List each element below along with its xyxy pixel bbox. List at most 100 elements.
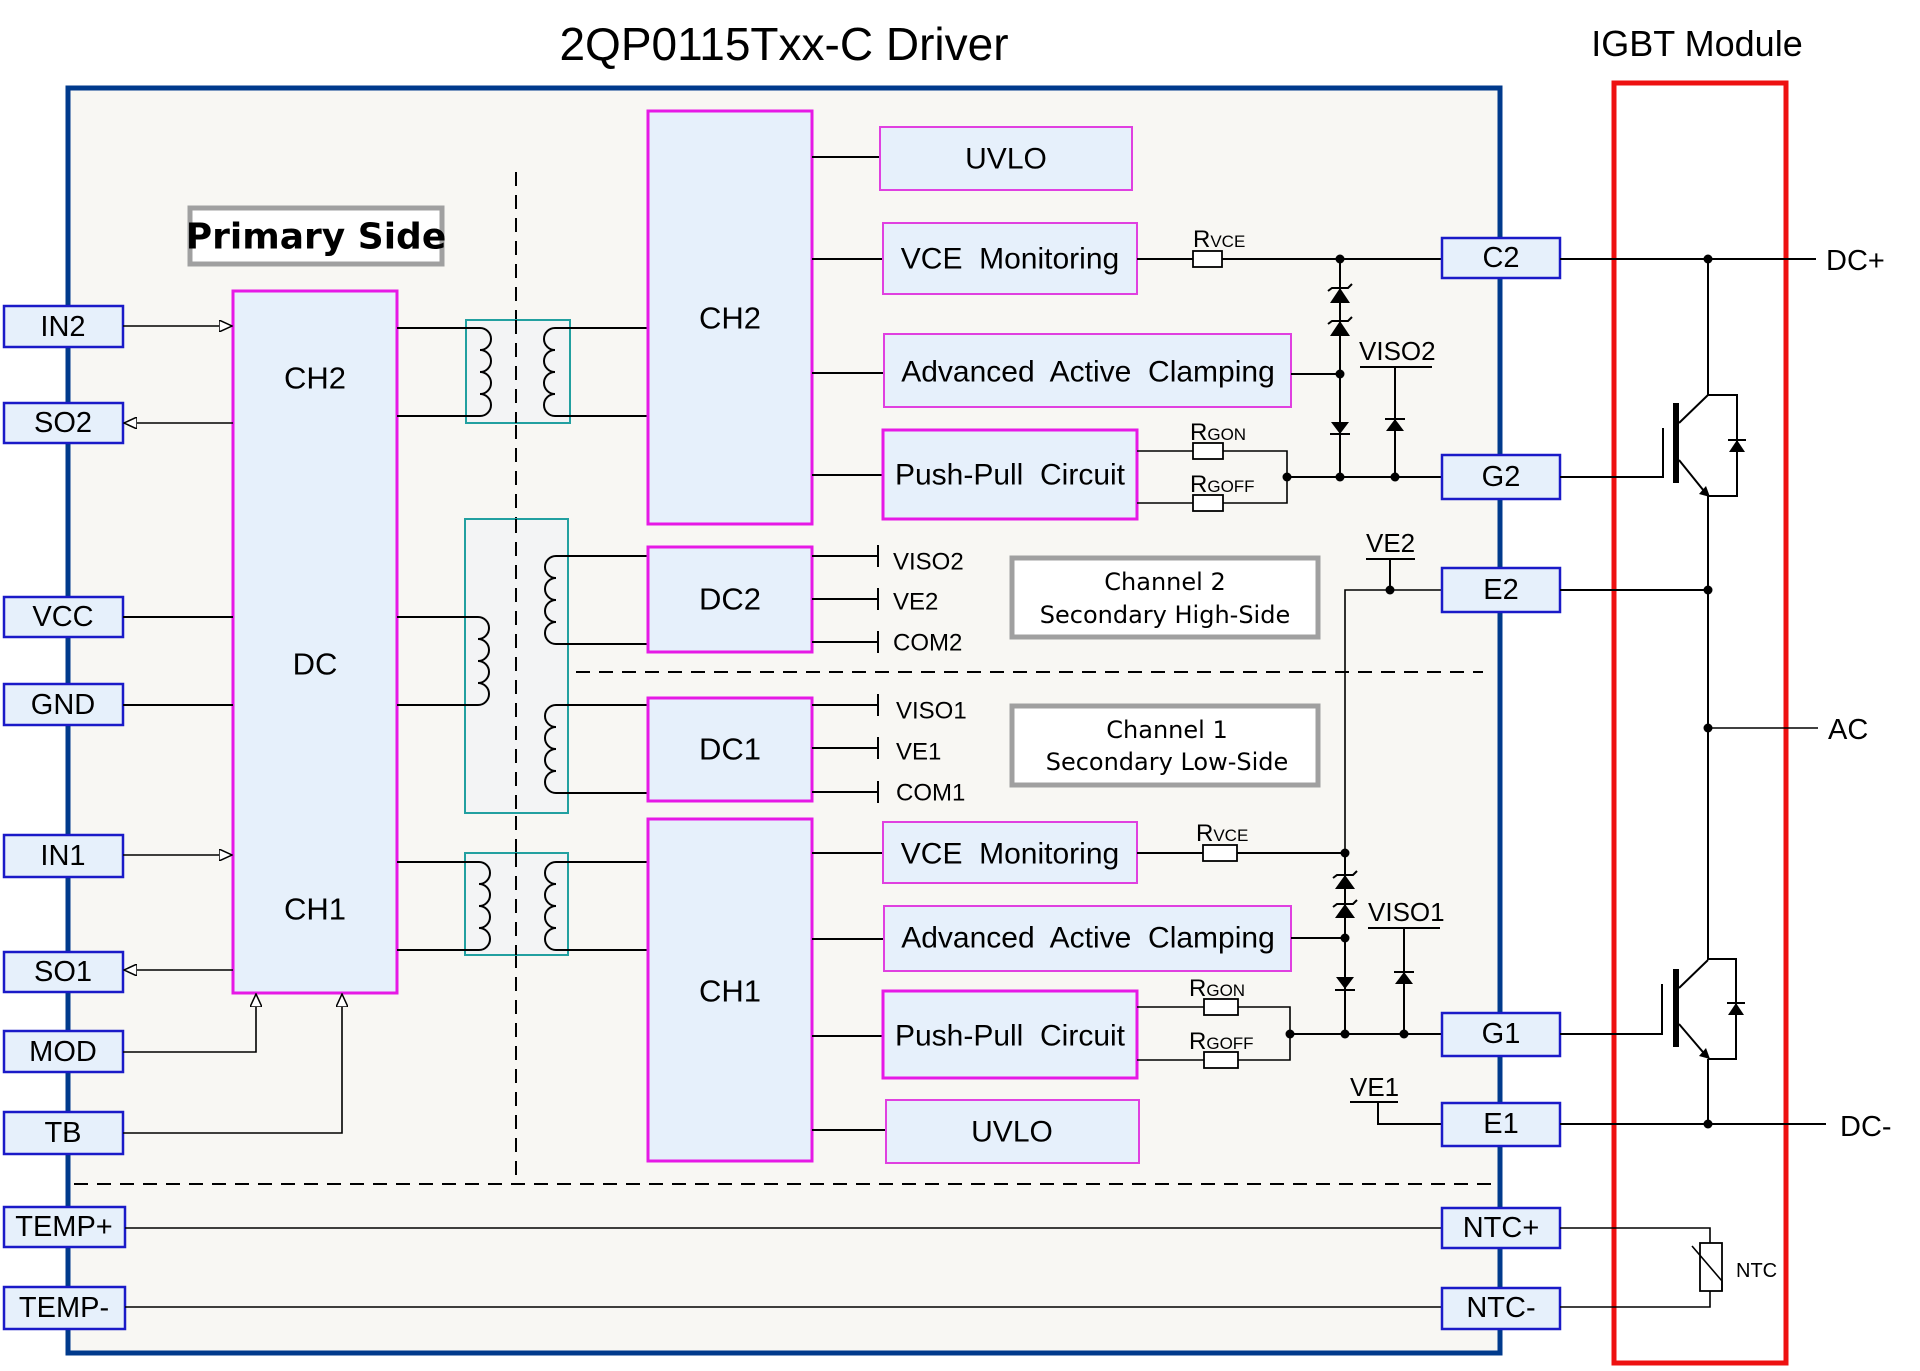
pin-e2[interactable]: E2	[1440, 566, 1562, 614]
secondary-ch1-block: CH1	[646, 817, 814, 1163]
right-pins: C2 G2 E2 G1 E1 NTC+ NTC-	[1440, 236, 1562, 1331]
secondary-ch2-block: CH2	[646, 109, 814, 526]
pin-temp-plus[interactable]: TEMP+	[2, 1205, 127, 1249]
primary-ch1-label: CH1	[284, 892, 346, 927]
svg-text:E1: E1	[1483, 1108, 1518, 1140]
svg-text:SO1: SO1	[34, 956, 92, 988]
ch2-functions: UVLO VCE Monitoring Advanced Active Clam…	[812, 126, 1292, 521]
ch2-vce-monitoring-block: VCE Monitoring	[882, 222, 1138, 295]
ve1-net-label: VE1	[1350, 1072, 1399, 1102]
dc-minus-terminal: DC-	[1840, 1111, 1892, 1143]
viso1-net-label: VISO1	[1368, 897, 1445, 927]
rvce1-resistor	[1202, 844, 1238, 862]
svg-text:C2: C2	[1482, 242, 1519, 274]
ch2-active-clamping-block: Advanced Active Clamping	[883, 333, 1292, 408]
ch1-functions: VCE Monitoring Advanced Active Clamping …	[812, 821, 1292, 1164]
ch2-push-pull-block: Push-Pull Circuit	[881, 428, 1139, 521]
pin-tb[interactable]: TB	[2, 1110, 125, 1156]
svg-text:IN1: IN1	[40, 840, 85, 872]
igbt-module-boundary	[1611, 80, 1789, 1366]
svg-text:GND: GND	[31, 689, 95, 721]
transformer-ch1	[397, 852, 648, 956]
svg-text:G2: G2	[1482, 461, 1521, 493]
svg-text:Secondary High-Side: Secondary High-Side	[1040, 601, 1290, 629]
svg-text:NTC-: NTC-	[1466, 1292, 1535, 1324]
primary-side-label: Primary Side	[186, 205, 447, 267]
svg-text:TEMP+: TEMP+	[15, 1211, 113, 1243]
rgon1-resistor	[1203, 998, 1239, 1016]
svg-text:MOD: MOD	[29, 1036, 97, 1068]
rgon2-label: RGON	[1190, 419, 1246, 446]
ch2-uvlo-block: UVLO	[879, 126, 1133, 191]
ch2-network: RVCE VISO2 RGON RGOFF	[1137, 226, 1442, 512]
svg-text:TB: TB	[44, 1117, 81, 1149]
pin-mod[interactable]: MOD	[2, 1029, 125, 1074]
transformer-ch2	[397, 319, 648, 424]
ch1-uvlo-block: UVLO	[885, 1099, 1140, 1164]
svg-text:Push-Pull Circuit: Push-Pull Circuit	[895, 1020, 1126, 1053]
svg-text:Primary Side: Primary Side	[186, 217, 447, 258]
channel1-note: Channel 1 Secondary Low-Side	[1009, 703, 1321, 788]
ch1-network: RVCE VISO1 RGON RGOFF	[1137, 820, 1445, 1069]
svg-text:SO2: SO2	[34, 407, 92, 439]
primary-ch2-label: CH2	[284, 361, 346, 396]
pin-gnd[interactable]: GND	[2, 682, 125, 727]
pin-vcc[interactable]: VCC	[2, 595, 125, 639]
svg-text:CH1: CH1	[699, 974, 761, 1009]
pin-c2[interactable]: C2	[1440, 236, 1562, 280]
driver-title: 2QP0115Txx-C Driver	[559, 18, 1008, 70]
viso2-net-label: VISO2	[1359, 336, 1436, 366]
ntc-thermistor-icon	[1560, 1227, 1723, 1308]
svg-text:Channel 2: Channel 2	[1104, 568, 1225, 596]
primary-dc-label: DC	[293, 647, 338, 682]
ac-terminal: AC	[1828, 714, 1868, 746]
dc2-out-com2: COM2	[893, 630, 962, 657]
dc2-block: DC2	[646, 545, 814, 654]
svg-text:DC1: DC1	[699, 732, 761, 767]
igbt-low-side-icon	[1560, 728, 1745, 1124]
dc1-out-com1: COM1	[896, 780, 965, 807]
igbt-high-side-icon	[1560, 259, 1746, 590]
svg-text:Channel 1: Channel 1	[1106, 716, 1227, 744]
rgon1-label: RGON	[1189, 975, 1245, 1002]
svg-text:IN2: IN2	[40, 311, 85, 343]
rgoff1-resistor	[1203, 1051, 1239, 1069]
svg-text:UVLO: UVLO	[971, 1116, 1053, 1149]
mod-arrow	[123, 994, 256, 1053]
pin-in2[interactable]: IN2	[2, 304, 125, 349]
svg-text:CH2: CH2	[699, 301, 761, 336]
svg-text:VCC: VCC	[32, 601, 93, 633]
pin-so1[interactable]: SO1	[2, 950, 125, 994]
primary-block: CH2 DC CH1	[231, 289, 399, 995]
rvce1-label: RVCE	[1196, 820, 1248, 847]
rvce2-resistor	[1192, 250, 1223, 268]
ch1-vce-monitoring-block: VCE Monitoring	[882, 821, 1138, 884]
pin-g2[interactable]: G2	[1440, 453, 1562, 501]
pin-e1[interactable]: E1	[1440, 1101, 1562, 1148]
pin-ntc-minus[interactable]: NTC-	[1440, 1286, 1562, 1331]
pin-ntc-plus[interactable]: NTC+	[1440, 1206, 1562, 1250]
tb-arrow	[123, 994, 342, 1134]
igbt-internals: DC+ AC	[1560, 245, 1892, 1308]
svg-text:UVLO: UVLO	[965, 143, 1047, 176]
svg-text:Secondary Low-Side: Secondary Low-Side	[1046, 748, 1289, 776]
dc1-out-viso1: VISO1	[896, 698, 967, 725]
pin-so2[interactable]: SO2	[2, 401, 125, 445]
pin-in1[interactable]: IN1	[2, 833, 125, 879]
ntc-label: NTC	[1736, 1260, 1777, 1282]
pin-g1[interactable]: G1	[1440, 1011, 1562, 1058]
dc-plus-terminal: DC+	[1826, 245, 1885, 277]
svg-text:VCE Monitoring: VCE Monitoring	[901, 243, 1119, 276]
rgoff1-label: RGOFF	[1189, 1028, 1254, 1055]
svg-text:Advanced Active Clamping: Advanced Active Clamping	[901, 356, 1275, 389]
ch1-active-clamping-block: Advanced Active Clamping	[883, 905, 1292, 972]
rgoff2-label: RGOFF	[1190, 471, 1255, 498]
channel2-note: Channel 2 Secondary High-Side	[1009, 555, 1321, 640]
pin-temp-minus[interactable]: TEMP-	[2, 1285, 127, 1331]
ve2-net-label: VE2	[1366, 528, 1415, 558]
igbt-module-title: IGBT Module	[1591, 23, 1802, 64]
svg-text:Advanced Active Clamping: Advanced Active Clamping	[901, 922, 1275, 955]
svg-text:E2: E2	[1483, 574, 1518, 606]
dc1-outputs: VISO1 VE1 COM1	[812, 694, 967, 807]
